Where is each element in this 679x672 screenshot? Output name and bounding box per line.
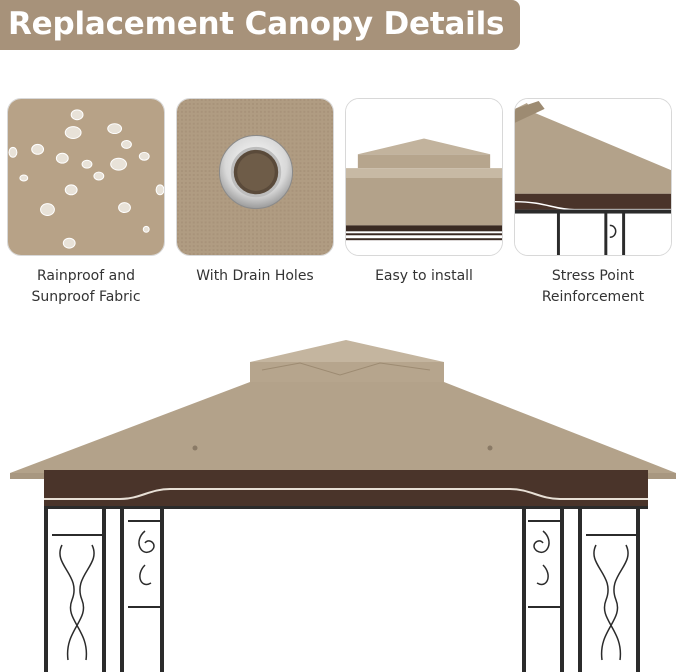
- feature-caption: With Drain Holes: [176, 266, 334, 287]
- feature-stress-point: Stress Point Reinforcement: [514, 98, 672, 308]
- feature-caption: Stress Point Reinforcement: [514, 266, 672, 308]
- water-droplets-icon: [7, 98, 165, 256]
- feature-caption: Easy to install: [345, 266, 503, 287]
- page-title: Replacement Canopy Details: [8, 6, 505, 42]
- feature-caption: Rainproof and Sunproof Fabric: [7, 266, 165, 308]
- feature-caption-line: Reinforcement: [541, 289, 645, 305]
- feature-caption-line: Sunproof Fabric: [31, 289, 141, 305]
- drain-hole-icon: [176, 98, 334, 256]
- canopy-top-icon: [345, 98, 503, 256]
- feature-drain-holes: With Drain Holes: [176, 98, 334, 287]
- feature-rainproof: Rainproof and Sunproof Fabric: [7, 98, 165, 308]
- feature-caption-line: Stress Point: [551, 268, 635, 284]
- feature-caption-line: Rainproof and: [37, 268, 135, 284]
- feature-caption-line: Easy to install: [375, 268, 473, 284]
- title-banner: Replacement Canopy Details: [0, 0, 520, 50]
- gazebo-illustration: [0, 335, 679, 672]
- feature-caption-line: With Drain Holes: [196, 268, 314, 284]
- feature-list: Rainproof and Sunproof Fabric: [0, 98, 679, 318]
- corner-frame-icon: [514, 98, 672, 256]
- feature-easy-install: Easy to install: [345, 98, 503, 287]
